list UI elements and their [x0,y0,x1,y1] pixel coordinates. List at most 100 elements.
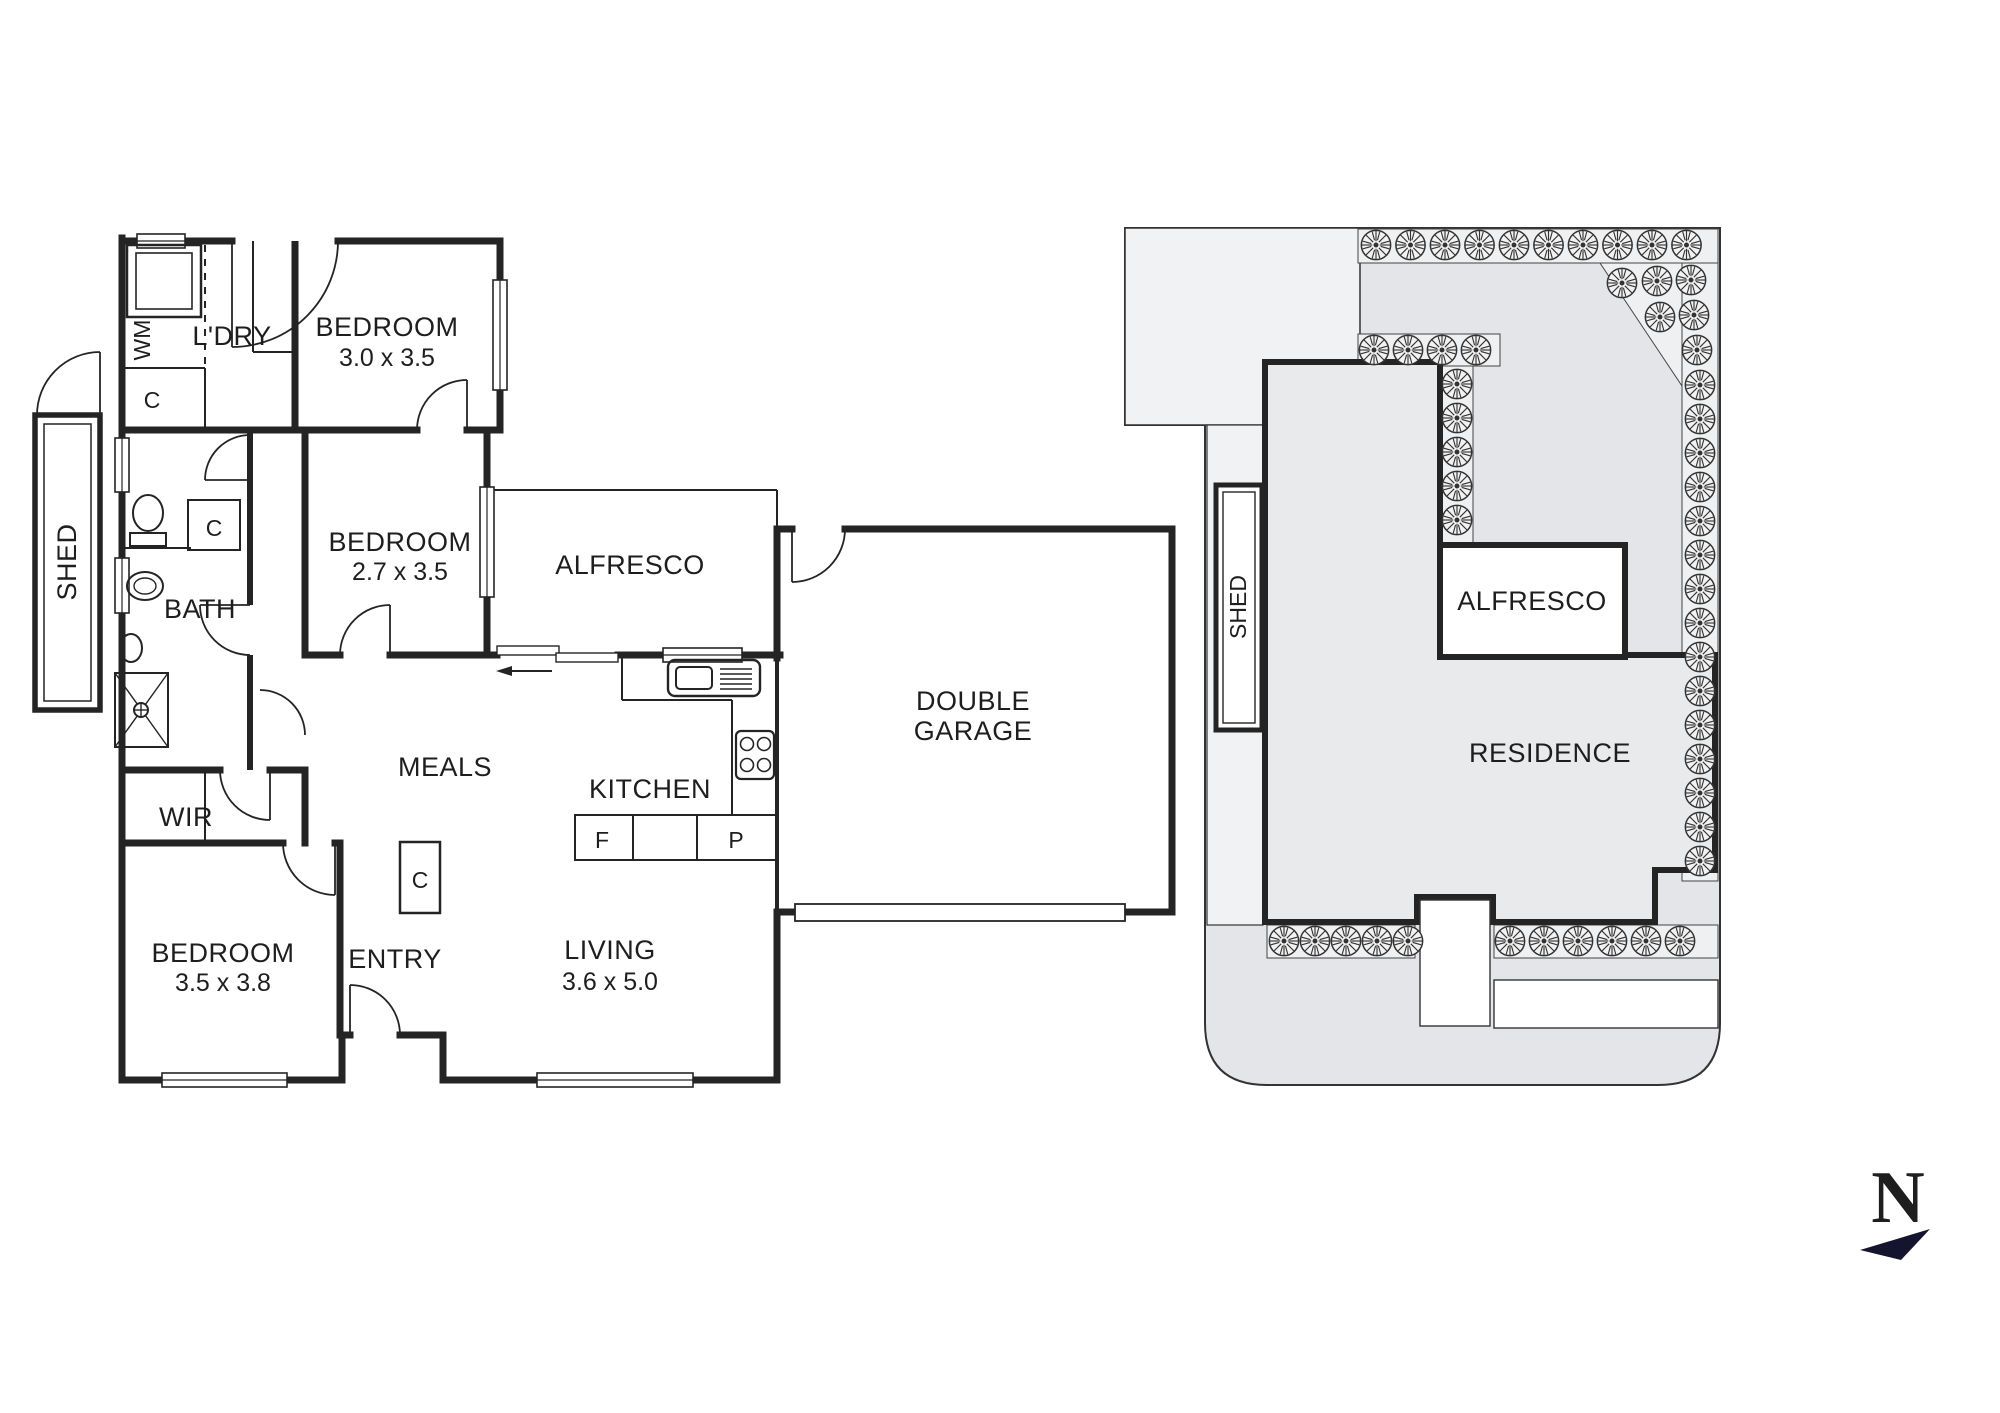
garden-tree-icon [1684,675,1716,707]
hall-cupboard-label: C [206,515,223,541]
north-arrow-icon [1860,1229,1930,1260]
garden-tree-icon [1684,471,1716,503]
garden-tree-icon [1533,229,1564,261]
shower-icon [114,672,169,748]
garden-tree-icon [1464,229,1495,261]
garden-tree-icon [1268,925,1300,957]
garden-tree-icon [1684,437,1716,469]
north-indicator: N [1860,1157,1930,1260]
pantry-label: P [728,827,743,853]
garden-tree-icon [1671,229,1702,261]
washing-machine-label: WM [129,320,155,361]
garden-tree-icon [1429,229,1461,261]
bedroom3-dims: 3.5 x 3.8 [175,969,271,997]
garden-tree-icon [1395,229,1426,261]
slide-direction-arrow-icon [496,666,512,676]
garden-tree-icon [1441,470,1473,502]
garden-tree-icon [1596,925,1628,957]
garden-tree-icon [1562,925,1594,957]
bedroom1-dims: 3.0 x 3.5 [339,344,435,372]
garden-tree-icon [1684,505,1716,537]
garden-tree-icon [1684,641,1716,673]
garden-tree-icon [1630,925,1662,957]
stove-icon [734,729,776,781]
garden-tree-icon [1684,607,1716,639]
entry-label: ENTRY [348,944,442,974]
living-dims: 3.6 x 5.0 [562,968,658,996]
vanity-basin-icon [119,633,143,663]
wir-label: WIR [159,802,213,832]
garden-tree-icon [1441,436,1473,468]
garden-tree-icon [1392,334,1424,366]
garden-tree-icon [1441,504,1473,536]
garden-tree-icon [1426,334,1458,366]
kitchen-label: KITCHEN [589,774,711,804]
bathroom-fixtures [114,494,169,748]
kitchen-fixtures [666,658,776,781]
garden-tree-icon [1684,709,1716,741]
garden-tree-icon [1664,925,1696,957]
north-letter: N [1871,1157,1924,1239]
garage-label-line2: GARAGE [914,716,1033,746]
walls-thin [122,241,779,915]
meals-label: MEALS [398,752,492,782]
garden-tree-icon [1361,925,1393,957]
garden-tree-icon [1602,229,1633,261]
garden-tree-icon [1441,368,1473,400]
garden-tree-icon [1567,229,1599,261]
garden-tree-icon [1684,369,1716,401]
garden-tree-icon [1684,573,1716,605]
garden-tree-icon [1636,229,1668,261]
garden-tree-icon [1441,402,1473,434]
sink-icon [666,658,762,698]
garden-tree-icon [1684,811,1716,843]
garden-tree-icon [1498,229,1530,261]
garden-tree-icon [1684,845,1716,877]
garden-tree-icon [1299,925,1331,957]
basin-icon [126,571,164,601]
garden-tree-icon [1360,229,1392,261]
garden-tree-icon [1681,334,1713,366]
laundry-label: L'DRY [192,321,271,351]
garage-door [794,903,1126,922]
shed-structure: SHED [32,351,103,713]
garden-tree-icon [1678,299,1710,331]
site-alfresco-label: ALFRESCO [1457,586,1607,616]
sliding-door [496,645,619,676]
garden-tree-icon [1675,264,1707,296]
site-plan: SHED ALFRESCO RESIDENCE [1124,227,1721,1086]
garage-label-line1: DOUBLE [916,686,1030,716]
alfresco-label: ALFRESCO [555,550,705,580]
door-arcs [199,240,846,1036]
bedroom2-label: BEDROOM [328,527,471,557]
bath-label: BATH [164,594,236,624]
garden-tree-icon [1606,267,1638,299]
garden-tree-icon [1684,777,1716,809]
bedroom2-dims: 2.7 x 3.5 [352,558,448,586]
site-residence-label: RESIDENCE [1469,738,1631,768]
entry-cupboard-label: C [412,867,429,893]
garden-tree-icon [1392,925,1424,957]
toilet-icon [129,494,167,547]
garden-tree-icon [1460,334,1492,366]
site-rear-path [1493,979,1719,1029]
floor-plan: SHED L'DRY WM C BEDROOM 3.0 x 3.5 BEDROO… [32,233,1176,1088]
room-labels: L'DRY WM C BEDROOM 3.0 x 3.5 BEDROOM 2.7… [129,312,1032,997]
windows [114,233,743,1088]
bedroom1-label: BEDROOM [315,312,458,342]
site-shed-label: SHED [1225,575,1251,639]
garden-tree-icon [1494,925,1526,957]
living-label: LIVING [564,935,656,965]
garden-tree-icon [1684,743,1716,775]
garden-tree-icon [1528,925,1560,957]
garden-tree-icon [1644,301,1676,333]
garden-tree-icon [1684,403,1716,435]
garden-tree-icon [1641,265,1673,297]
garden-tree-icon [1358,334,1390,366]
bedroom3-label: BEDROOM [151,938,294,968]
shed-label: SHED [52,523,82,600]
laundry-cupboard-label: C [144,387,161,413]
fridge-label: F [595,827,609,853]
